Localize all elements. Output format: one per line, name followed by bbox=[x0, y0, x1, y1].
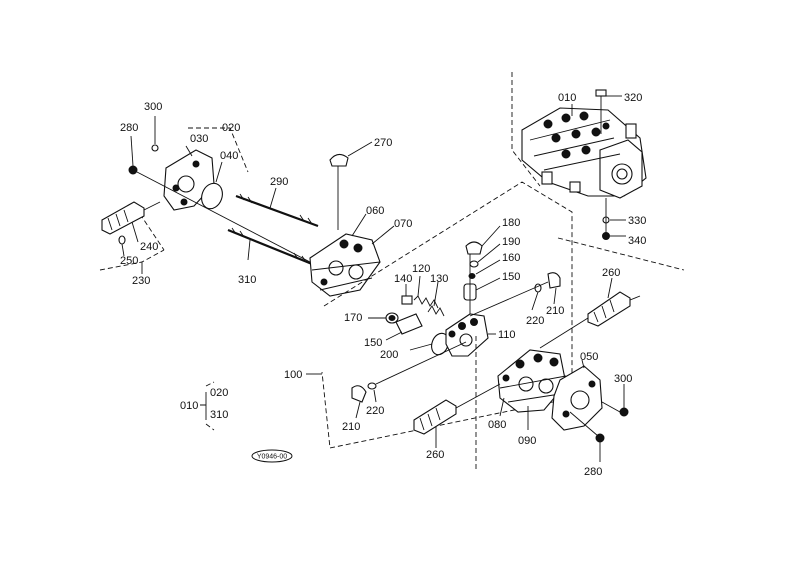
label-200: 200 bbox=[380, 349, 398, 361]
valve-section-080 bbox=[497, 349, 567, 413]
spool-150-lower bbox=[395, 313, 423, 335]
label-150-upper: 150 bbox=[502, 271, 520, 283]
relief-valve-260-lower bbox=[413, 383, 501, 435]
label-150-lower: 150 bbox=[364, 337, 382, 349]
knob-270 bbox=[329, 141, 373, 230]
valve-section-060 bbox=[309, 233, 381, 297]
label-180: 180 bbox=[502, 217, 520, 229]
label-260-lower: 260 bbox=[426, 449, 444, 461]
label-060: 060 bbox=[366, 205, 384, 217]
label-120: 120 bbox=[412, 263, 430, 275]
cap-180 bbox=[465, 241, 483, 255]
label-250: 250 bbox=[120, 255, 138, 267]
label-220-lower: 220 bbox=[366, 405, 384, 417]
tie-rod-290 bbox=[235, 193, 319, 228]
ring-160 bbox=[468, 273, 476, 279]
label-290: 290 bbox=[270, 176, 288, 188]
plunger-140 bbox=[401, 295, 413, 305]
plug-210-right bbox=[547, 272, 561, 289]
label-050: 050 bbox=[580, 351, 598, 363]
label-190: 190 bbox=[502, 236, 520, 248]
label-140: 140 bbox=[394, 273, 412, 285]
spring-130 bbox=[427, 305, 445, 317]
label-110: 110 bbox=[498, 329, 516, 341]
assembled-control-valve bbox=[511, 72, 685, 271]
label-130: 130 bbox=[430, 273, 448, 285]
bolt-320 bbox=[595, 89, 622, 134]
o-ring-190 bbox=[469, 260, 479, 268]
label-210-right: 210 bbox=[546, 305, 564, 317]
label-040: 040 bbox=[220, 150, 238, 162]
label-300-right: 300 bbox=[614, 373, 632, 385]
legend-label-010: 010 bbox=[180, 400, 198, 412]
washer-300-left bbox=[151, 144, 159, 152]
label-090: 090 bbox=[518, 435, 536, 447]
label-280-right: 280 bbox=[584, 466, 602, 478]
label-080: 080 bbox=[488, 419, 506, 431]
label-020: 020 bbox=[222, 122, 240, 134]
label-220-right: 220 bbox=[526, 315, 544, 327]
label-070: 070 bbox=[394, 218, 412, 230]
label-100: 100 bbox=[284, 369, 302, 381]
nut-280-left bbox=[128, 165, 138, 175]
relief-valve-260-right bbox=[587, 291, 641, 327]
label-310-mid: 310 bbox=[238, 274, 256, 286]
valve-section-110 bbox=[445, 313, 489, 357]
label-010-assembly: 010 bbox=[558, 92, 576, 104]
label-320: 320 bbox=[624, 92, 642, 104]
label-160: 160 bbox=[502, 252, 520, 264]
end-cover-050 bbox=[551, 365, 603, 431]
o-ring-250 bbox=[118, 235, 126, 245]
label-340: 340 bbox=[628, 235, 646, 247]
label-270: 270 bbox=[374, 137, 392, 149]
label-030: 030 bbox=[190, 133, 208, 145]
label-300-left: 300 bbox=[144, 101, 162, 113]
plug-210-lower bbox=[351, 385, 367, 403]
label-170: 170 bbox=[344, 312, 362, 324]
label-210-lower: 210 bbox=[342, 421, 360, 433]
tie-rod-310 bbox=[227, 227, 313, 266]
label-280-left: 280 bbox=[120, 122, 138, 134]
label-330: 330 bbox=[628, 215, 646, 227]
legend-label-020: 020 bbox=[210, 387, 228, 399]
o-ring-220-lower bbox=[367, 382, 377, 390]
label-260-right: 260 bbox=[602, 267, 620, 279]
nut-300-right bbox=[619, 407, 629, 417]
figure-reference-badge: Y0946-00 bbox=[251, 449, 293, 463]
figure-reference-code: Y0946-00 bbox=[257, 454, 287, 461]
label-240: 240 bbox=[140, 241, 158, 253]
label-230: 230 bbox=[132, 275, 150, 287]
legend-label-310: 310 bbox=[210, 409, 228, 421]
relief-valve-240 bbox=[101, 201, 161, 235]
assembly-legend: 010 020 310 bbox=[180, 381, 228, 431]
